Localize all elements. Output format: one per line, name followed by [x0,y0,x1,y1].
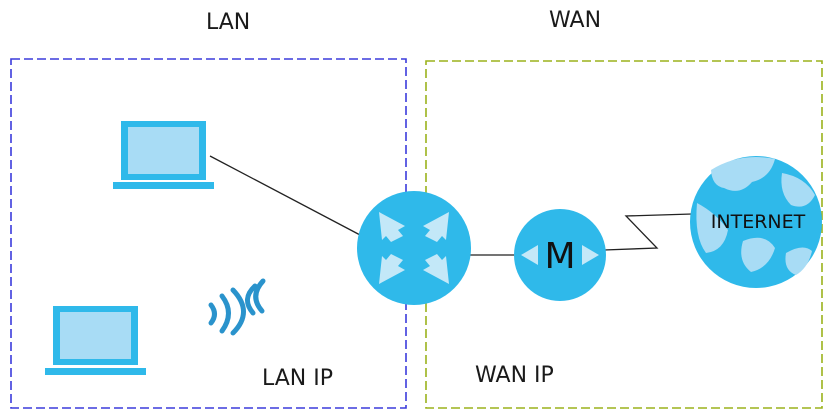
lan-ip-label: LAN IP [262,366,334,391]
router-icon [357,191,471,305]
lan-title: LAN [206,10,251,35]
wan-title: WAN [549,8,602,33]
laptop-icon [113,121,214,189]
modem-internet-link [603,213,693,251]
globe-icon [690,156,822,288]
laptop-router-link [209,155,363,237]
modem-letter: M [544,236,575,277]
wan-ip-label: WAN IP [475,363,554,388]
internet-label: INTERNET [711,211,806,233]
laptop-icon [45,306,146,375]
wan-zone-border [425,60,823,409]
lan-zone-border [10,58,407,409]
modem-icon [514,209,606,301]
wireless-signal-icon [208,278,266,336]
